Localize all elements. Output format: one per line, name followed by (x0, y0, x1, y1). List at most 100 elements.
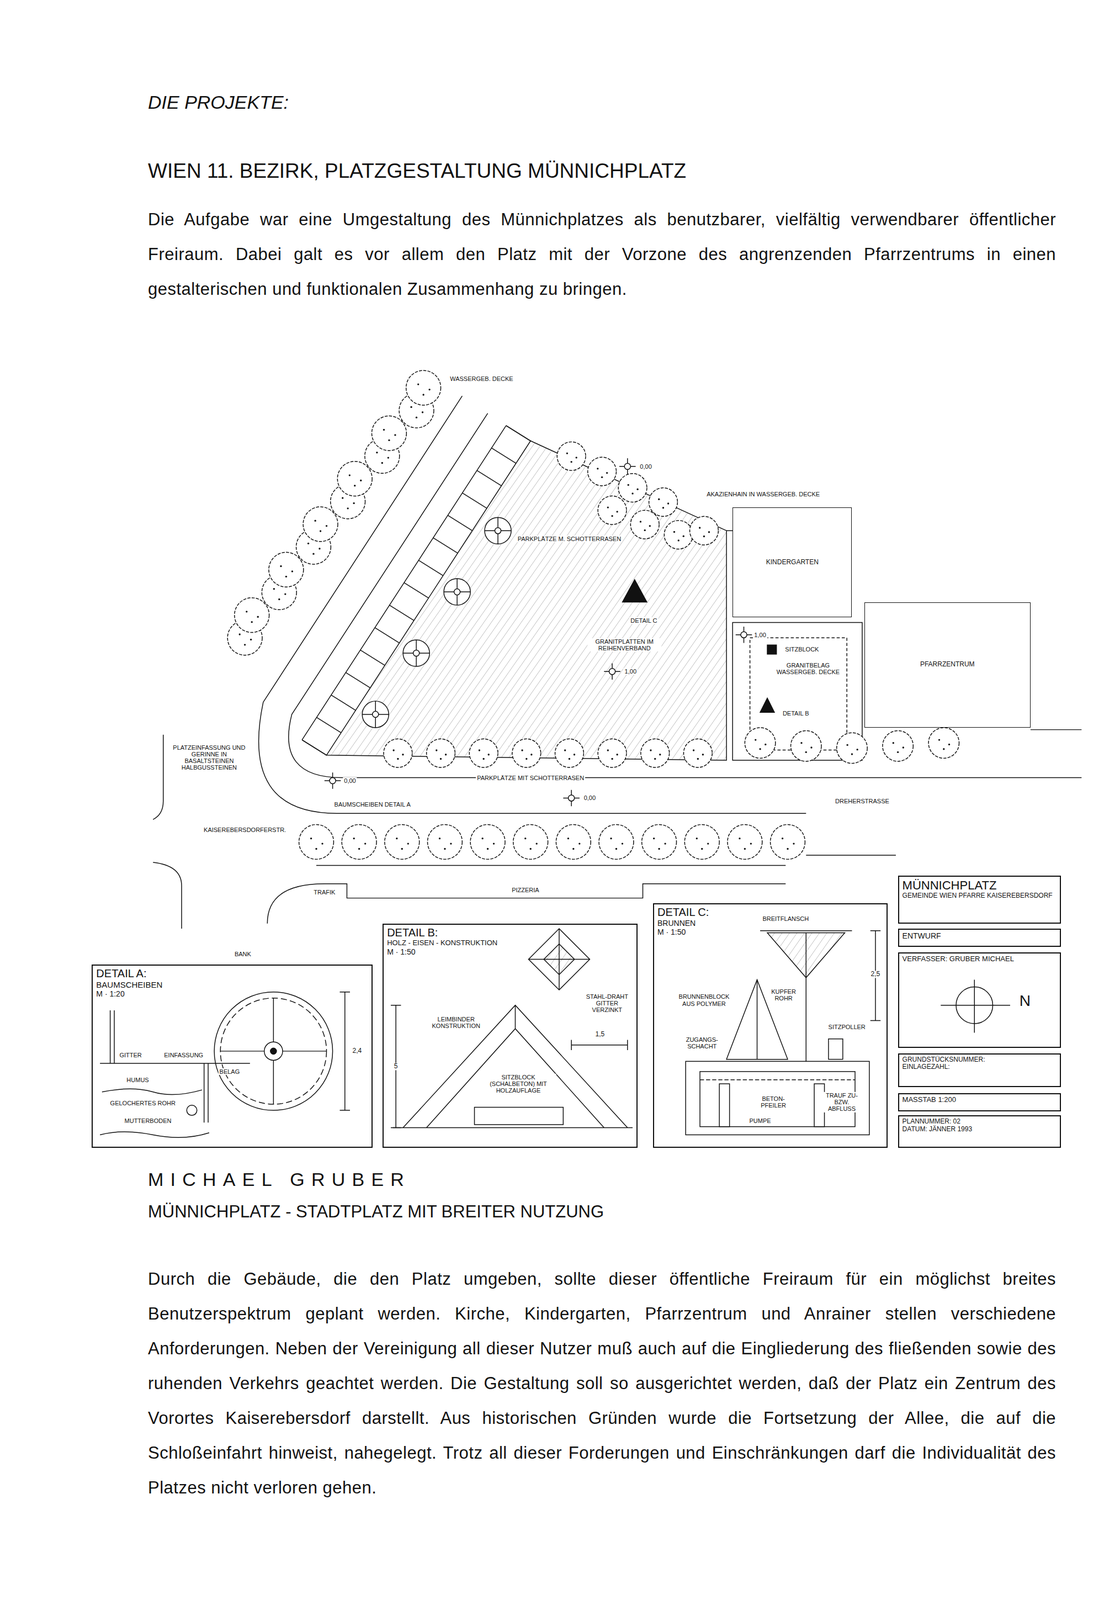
detail-b-drawing-part (474, 1107, 564, 1125)
plan-symbols-part-part (597, 495, 627, 525)
plan-symbols-part-part (387, 456, 390, 459)
plan-symbols-part-part (677, 539, 680, 541)
plan-symbols-part-part (324, 772, 342, 789)
plan-symbols-part (597, 738, 627, 768)
plan-symbols-part-part (630, 510, 660, 539)
plan-symbols-part (360, 649, 385, 666)
plan-symbols-part-part (654, 757, 656, 760)
plan-label: KUPFER ROHR (767, 988, 800, 1002)
plan-symbols-part (268, 552, 304, 587)
plan-symbols-part (402, 639, 430, 667)
dimension-label: 1,5 (594, 1031, 607, 1039)
node-heading: MASSTAB 1:200 (902, 1095, 1058, 1104)
detail-b-drawing (390, 928, 633, 1128)
plan-label: DETAIL B (781, 709, 811, 717)
street-curb-part (152, 862, 182, 929)
forecourt-part (767, 644, 777, 655)
plan-symbols-part-part (606, 471, 608, 474)
title-block-cell: PLANNUMMER: 02DATUM: JÄNNER 1993 (898, 1115, 1062, 1148)
north-arrow-part (940, 979, 1011, 1033)
street-curb-part (805, 854, 896, 856)
plan-symbols-part-part (486, 847, 489, 850)
plan-symbols-part-part (639, 520, 642, 523)
plan-symbols-part (316, 717, 342, 733)
plan-symbols-part (476, 470, 502, 486)
detail-a-drawing-part (220, 998, 327, 1104)
plan-symbols-part (470, 824, 506, 860)
title-block-cell: MASSTAB 1:200 (898, 1092, 1062, 1112)
node-heading: DETAIL B: (386, 926, 634, 939)
node-heading: MÜNNICHPLATZ (902, 878, 1058, 893)
plan-symbols-part (563, 789, 580, 807)
node-text: M · 1:50 (386, 947, 634, 957)
plan-symbols-part-part (596, 467, 599, 470)
plan-symbols-part-part (684, 824, 720, 860)
plan-symbols-part (462, 492, 487, 509)
plan-symbols-part-part (284, 592, 286, 595)
plan-symbols-part-part (362, 701, 389, 728)
plan-symbols-part (684, 824, 720, 860)
street-curb-part (316, 864, 786, 866)
plan-symbols-part-part (564, 749, 566, 751)
plan-symbols-part (234, 597, 270, 633)
plan-symbols-part (603, 662, 621, 680)
plan-symbols-part-part (392, 749, 395, 751)
plan-symbols-part-part (359, 479, 362, 482)
plan-symbols-part-part (902, 746, 905, 748)
plan-label: PIZZERIA (510, 886, 541, 894)
plan-symbols-part-part (740, 631, 747, 638)
plan-symbols-part-part (707, 842, 709, 845)
node-text: M · 1:20 (96, 989, 368, 999)
plan-symbols-part-part (444, 753, 447, 756)
plan-symbols-part-part (555, 824, 591, 860)
node-heading: GRUNDSTÜCKSNUMMER: (902, 1055, 1058, 1064)
plan-symbols-part-part (568, 794, 575, 801)
plan-symbols-part-part (692, 749, 695, 751)
plan-symbols-part-part (621, 842, 624, 845)
street-name: DREHERSTRASSE (834, 797, 891, 805)
plan-symbols-part-part (299, 824, 334, 860)
plan-symbols-part (324, 772, 342, 789)
page-title: WIEN 11. BEZIRK, PLATZGESTALTUNG MÜNNICH… (147, 158, 687, 184)
plan-symbols-part-part (697, 757, 699, 760)
detail-a-drawing (99, 991, 350, 1138)
plan-symbols-part-part (303, 506, 338, 542)
plan-symbols-part-part (346, 507, 349, 509)
detail-a-drawing-part (220, 998, 327, 1104)
plan-symbols-part-part (702, 753, 704, 756)
plan-symbols-part (406, 370, 442, 406)
detail-a-drawing-part (99, 1062, 251, 1064)
plan-symbols-part (447, 515, 472, 531)
plan-symbols-part-part (701, 847, 703, 850)
plan-symbols-part-part (754, 738, 757, 741)
detail-a-drawing-part (186, 1105, 197, 1116)
plan-symbols-part-part (314, 519, 316, 522)
plan-symbols-part-part (657, 498, 660, 501)
plan-symbols-part-part (619, 458, 636, 475)
plan-symbols-part-part (597, 738, 627, 768)
detail-c-drawing-part (756, 979, 758, 1059)
node-heading: ENTWURF (902, 931, 1058, 941)
plan-label: TRAFIK (312, 888, 337, 895)
plan-symbols-part-part (851, 752, 853, 755)
detail-a-drawing-part (214, 991, 333, 1111)
plan-label: BELAG (218, 1068, 242, 1075)
plan-symbols-part (443, 578, 471, 605)
plan-symbols-part (299, 824, 334, 860)
plan-label: PLATZEINFASSUNG UND GERINNE IN BASALTSTE… (171, 743, 247, 771)
plan-symbols-part-part (415, 416, 418, 418)
plan-symbols-part-part (836, 732, 868, 763)
plan-symbols-part (345, 672, 370, 688)
plan-symbols-part-part (417, 383, 419, 385)
detail-a-drawing-part (102, 1088, 203, 1095)
plan-symbols-part-part (529, 847, 532, 850)
plan-symbols-part-part (251, 621, 253, 623)
plan-symbols-part-part (358, 847, 360, 850)
detail-c-drawing-part (699, 1079, 856, 1080)
plan-symbols-part (649, 487, 678, 517)
level-mark: 1,00 (623, 667, 638, 675)
detail-a-drawing-part (340, 991, 350, 1111)
node-heading: KINDERGARTEN (766, 558, 819, 567)
plan-symbols-part-part (698, 526, 701, 529)
